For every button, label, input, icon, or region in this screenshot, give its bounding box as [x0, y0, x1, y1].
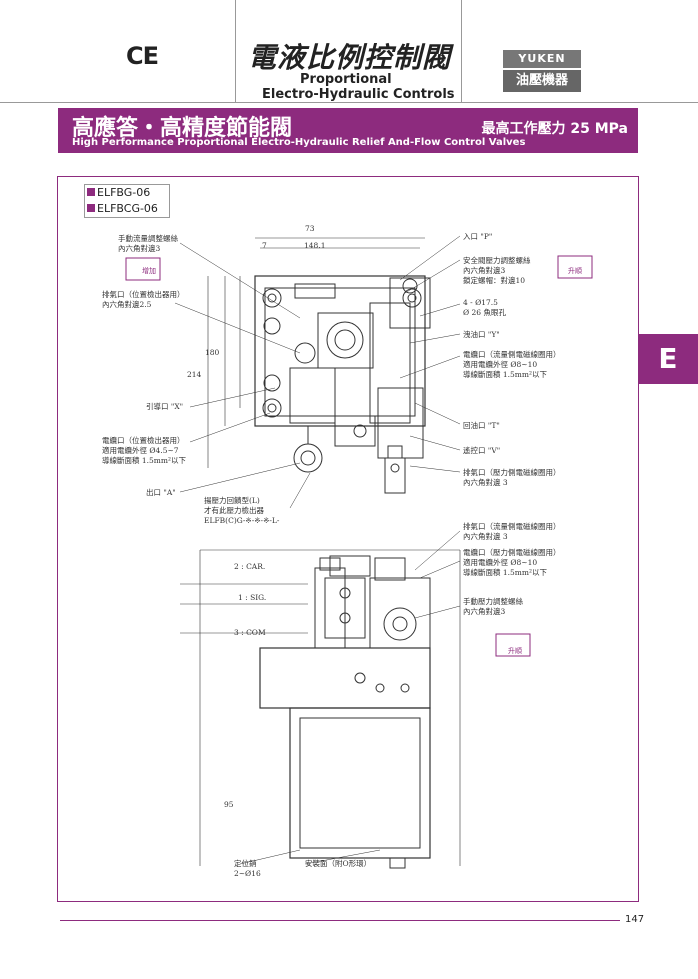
bullet-square-icon — [87, 188, 95, 196]
dim-95: 95 — [224, 800, 234, 809]
header-divider-left — [235, 0, 236, 102]
label-com: 3 : COM — [234, 628, 266, 637]
dim-180: 180 — [205, 348, 220, 357]
label-manual-flow: 手動流量調整螺絲內六角對邊3 — [118, 234, 178, 253]
dim-73: 73 — [305, 224, 315, 233]
section-banner: 高應答・高精度節能閥 High Performance Proportional… — [58, 108, 638, 153]
dim-7: 7 — [262, 241, 267, 250]
label-pilot-x: 引導口 "X" — [146, 402, 184, 411]
label-vent-flow: 排氣口（流量側電磁線圈用）內六角對邊 3 — [463, 522, 561, 541]
section-tab: E — [638, 334, 698, 384]
label-vent-pos: 排氣口（位置檢出器用）內六角對邊2.5 — [102, 290, 185, 309]
footer-rule — [60, 920, 620, 921]
label-rise-bottom: 升順 — [508, 647, 522, 655]
header-divider-right — [461, 0, 462, 102]
ce-mark: CE — [126, 42, 159, 70]
label-outlet-a: 出口 "A" — [146, 488, 176, 497]
label-remote-v: 遙控口 "V" — [463, 446, 501, 455]
label-car: 2 : CAR. — [234, 562, 266, 571]
banner-title-en: High Performance Proportional Electro-Hy… — [72, 137, 526, 148]
label-inlet-p: 入口 "P" — [463, 232, 493, 241]
page-title-cn: 電液比例控制閥 — [248, 41, 452, 74]
valve-drawing — [125, 235, 593, 869]
dim-148: 148.1 — [304, 241, 326, 250]
label-rise: 升順 — [568, 267, 582, 275]
bullet-square-icon — [87, 204, 95, 212]
label-mount: 安裝面（附O形環） — [305, 859, 372, 868]
logo-brand: YUKEN — [503, 50, 581, 68]
page-title-en-2: Electro-Hydraulic Controls — [262, 87, 455, 102]
label-add: 增加 — [142, 267, 156, 275]
rise-icon-bottom — [495, 633, 531, 657]
page-title-en-1: Proportional — [300, 72, 392, 87]
drawing-frame — [57, 176, 639, 902]
bottom-body — [259, 647, 431, 709]
model-item: ELFBG-06 — [85, 185, 169, 201]
label-drain-y: 洩油口 "Y" — [463, 330, 500, 339]
header-rule — [0, 102, 698, 103]
label-return-t: 回油口 "T" — [463, 421, 500, 430]
dim-214: 214 — [187, 370, 202, 379]
label-sig: 1 : SIG. — [238, 593, 267, 602]
page-number: 147 — [625, 914, 645, 925]
banner-pressure: 最高工作壓力 25 MPa — [481, 121, 629, 137]
model-item: ELFBCG-06 — [85, 201, 169, 217]
label-manual-pr: 手動壓力調整螺絲內六角對邊3 — [463, 597, 523, 616]
label-vent-pr: 排氣口（壓力側電磁線圈用）內六角對邊 3 — [463, 468, 561, 487]
top-body — [254, 275, 426, 427]
add-icon — [125, 257, 161, 281]
banner-title-cn: 高應答・高精度節能閥 — [72, 116, 293, 141]
logo-subtitle: 油壓機器 — [503, 70, 581, 92]
model-list: ELFBG-06 ELFBCG-06 — [84, 184, 170, 218]
rise-icon — [557, 255, 593, 279]
yuken-logo: YUKEN 油壓機器 — [503, 50, 581, 92]
